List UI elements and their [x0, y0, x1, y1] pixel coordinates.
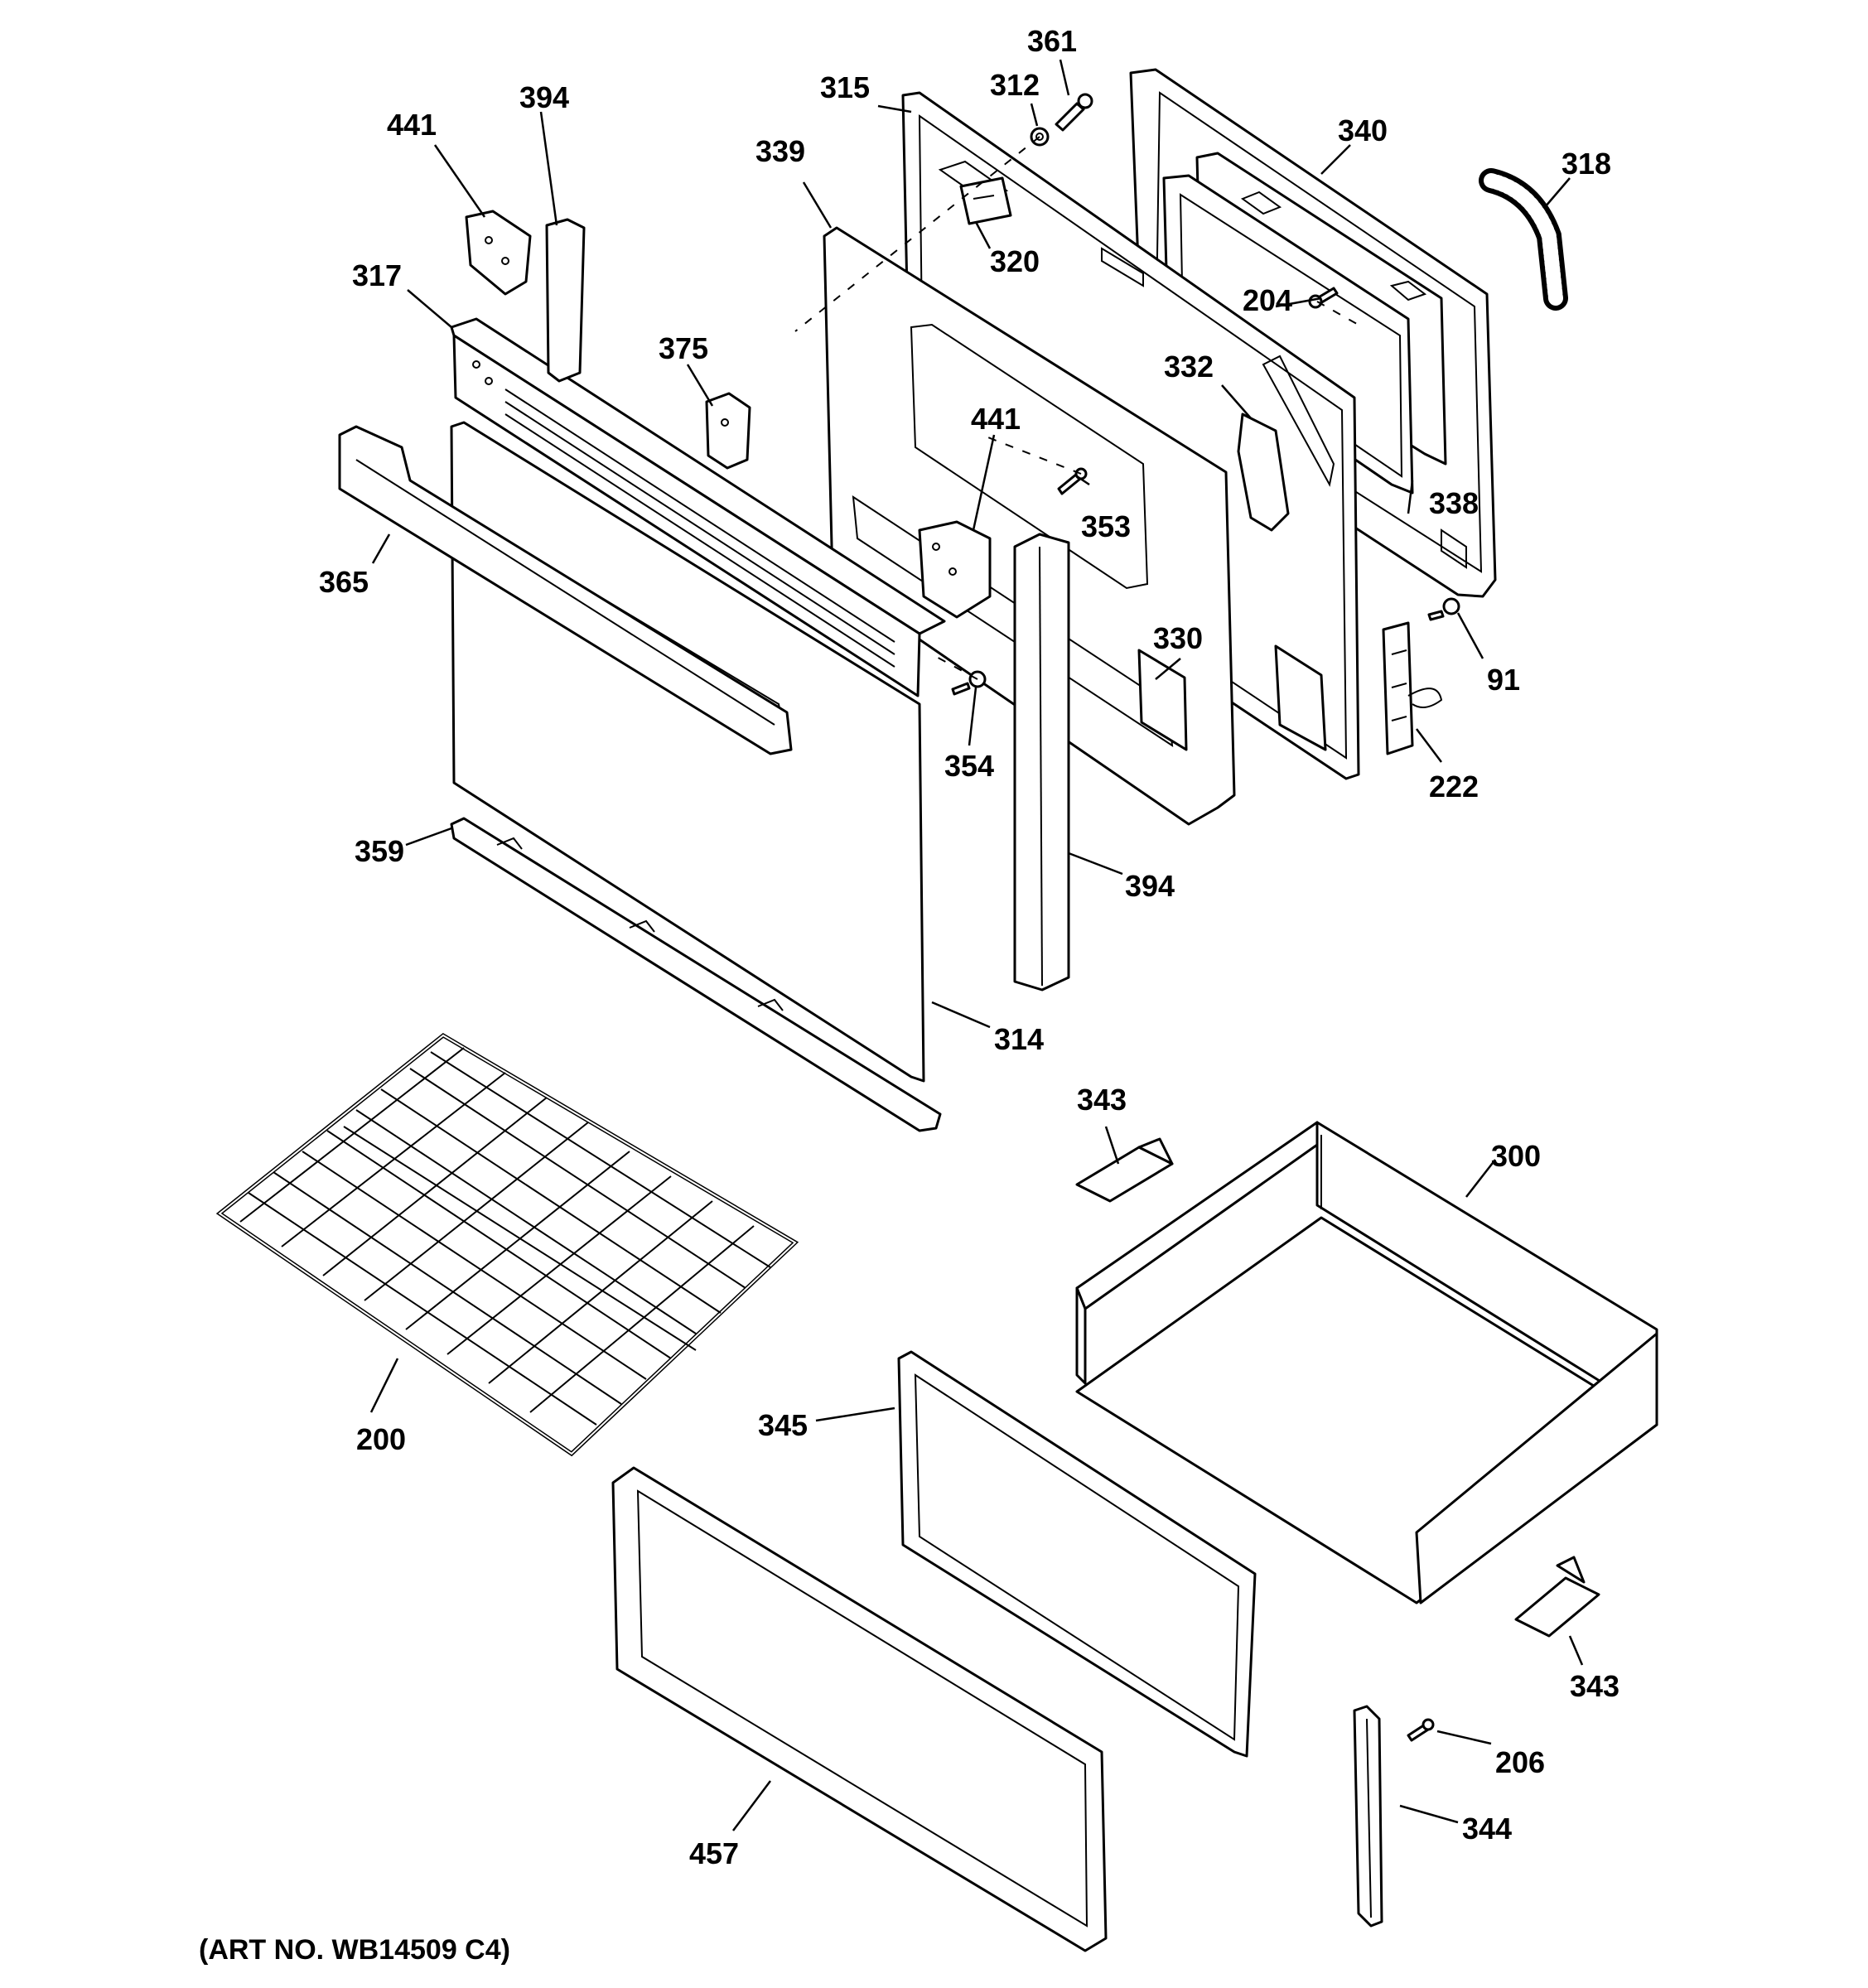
part-320-bracket [959, 176, 1012, 225]
label-340: 340 [1338, 113, 1388, 147]
part-318-gasket [1479, 168, 1568, 311]
part-204-screw [1308, 287, 1339, 309]
label-359: 359 [355, 834, 404, 868]
label-343-bottom: 343 [1570, 1669, 1619, 1703]
part-457-drawer-front [611, 1466, 1108, 1952]
label-375: 375 [659, 331, 708, 365]
label-343-top: 343 [1077, 1083, 1127, 1117]
label-394-left: 394 [519, 80, 569, 114]
label-345: 345 [758, 1408, 808, 1442]
label-315: 315 [820, 70, 870, 104]
part-332-bracket [1237, 355, 1335, 532]
part-375-bracket [705, 392, 751, 470]
label-91: 91 [1487, 663, 1520, 697]
part-441-bracket-center [918, 520, 992, 619]
label-354: 354 [944, 749, 994, 783]
label-222: 222 [1429, 770, 1479, 803]
label-361: 361 [1027, 24, 1077, 58]
part-361-screw [1055, 93, 1093, 132]
part-222-hinge [1382, 621, 1443, 755]
label-457: 457 [689, 1836, 739, 1870]
part-365-door-handle [338, 425, 793, 755]
label-344: 344 [1462, 1812, 1512, 1846]
part-394-side-trim-right [1013, 533, 1070, 992]
label-300: 300 [1491, 1139, 1541, 1173]
part-354-screw [951, 670, 987, 696]
label-320: 320 [990, 244, 1040, 278]
part-91-screw [1427, 597, 1460, 621]
label-441-center: 441 [971, 402, 1021, 436]
part-317-control-panel [450, 317, 946, 697]
label-332: 332 [1164, 350, 1214, 384]
label-353: 353 [1081, 509, 1131, 543]
part-200-oven-rack [215, 1032, 799, 1457]
label-200: 200 [356, 1422, 406, 1456]
label-365: 365 [319, 565, 369, 599]
part-343-drawer-glide-bottom [1514, 1556, 1600, 1638]
label-330: 330 [1153, 621, 1203, 655]
part-441-bracket-left [465, 210, 532, 296]
label-394-right: 394 [1125, 869, 1175, 903]
part-394-side-trim-left [545, 218, 586, 383]
label-312: 312 [990, 68, 1040, 102]
label-204: 204 [1243, 283, 1292, 317]
part-359-door-trim [450, 817, 942, 1132]
label-441-left: 441 [387, 108, 437, 142]
art-number-caption: (ART NO. WB14509 C4) [199, 1934, 510, 1966]
part-206-screw [1407, 1718, 1435, 1742]
part-343-drawer-glide-top [1075, 1137, 1174, 1203]
part-344-drawer-rail [1353, 1705, 1383, 1928]
label-318: 318 [1561, 147, 1611, 181]
part-labels: 361 312 315 340 318 441 394 339 320 204 … [319, 24, 1619, 1870]
assembly-lines [794, 136, 1364, 680]
label-338: 338 [1429, 486, 1479, 520]
label-314: 314 [994, 1022, 1044, 1056]
label-317: 317 [352, 258, 402, 292]
label-339: 339 [755, 134, 805, 168]
label-206: 206 [1495, 1745, 1545, 1779]
part-345-drawer-liner [897, 1350, 1257, 1758]
part-300-drawer-body [1075, 1121, 1658, 1604]
leader-lines [369, 59, 1584, 1831]
